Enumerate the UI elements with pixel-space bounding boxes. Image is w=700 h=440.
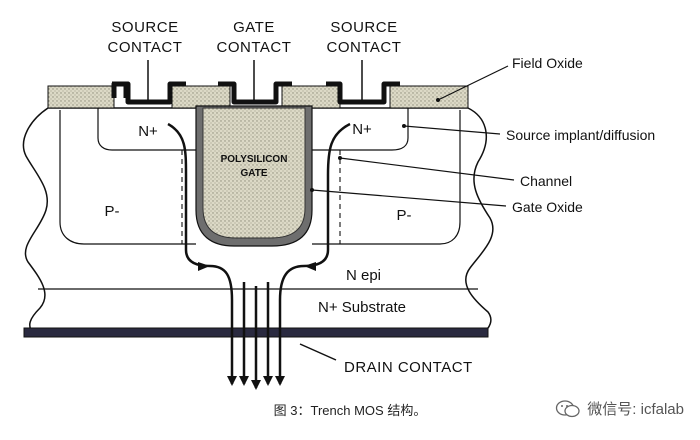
field-oxide-right (389, 85, 469, 109)
gate-oxide-dot (310, 188, 314, 192)
wechat-icon (556, 399, 580, 417)
flow-arrowhead-right (304, 262, 316, 271)
source-contact-right-label-line1: SOURCE (330, 19, 397, 36)
gate-oxide-leader (311, 189, 507, 207)
watermark-text: 微信号: icfalab (587, 401, 684, 418)
p-body-right (312, 110, 461, 245)
wechat-watermark: 微信号: icfalab (555, 398, 684, 419)
n-plus-region-right (312, 108, 409, 151)
polysilicon-label-line1: POLYSILICON (221, 154, 288, 165)
current-flow-left (167, 122, 237, 386)
gate-contact-metal (218, 81, 292, 105)
channel-dot (338, 156, 342, 160)
polysilicon-label-line2: GATE (240, 168, 267, 179)
channel-label: Channel (520, 173, 572, 189)
drain-contact-label: DRAIN CONTACT (344, 359, 473, 376)
gate-contact-label-line1: GATE (233, 19, 275, 36)
p-minus-left-label: P- (105, 203, 120, 220)
field-oxide-dot (436, 98, 440, 102)
metal-line (112, 81, 186, 105)
channel-leader (339, 157, 515, 181)
field-oxide-label: Field Oxide (512, 55, 583, 71)
n-plus-left-label: N+ (138, 123, 158, 140)
current-flow-right (275, 122, 351, 386)
p-minus-right-label: P- (397, 207, 412, 224)
n-epi-label: N epi (346, 267, 381, 284)
polysilicon-gate (202, 107, 306, 239)
source-implant-leader (403, 125, 501, 135)
n-plus-right-label: N+ (352, 121, 372, 138)
source-contact-right-label-line2: CONTACT (327, 39, 402, 56)
source-contact-left-label-line2: CONTACT (108, 39, 183, 56)
figure-caption: 图 3：Trench MOS 结构。 (273, 403, 427, 418)
source-implant-label: Source implant/diffusion (506, 127, 655, 143)
n-plus-region-left (97, 108, 196, 151)
drain-contact-leader (299, 343, 337, 361)
field-oxide-mid-left (171, 85, 231, 109)
source-contact-left-label-line1: SOURCE (111, 19, 178, 36)
field-oxide-left (47, 85, 115, 109)
p-body-left (59, 110, 196, 245)
field-oxide-mid-right (281, 85, 341, 109)
source-contact-right-metal (326, 81, 400, 105)
source-implant-dot (402, 124, 406, 128)
gate-contact-label-line2: CONTACT (217, 39, 292, 56)
field-oxide-leader (437, 65, 509, 101)
n-substrate-label: N+ Substrate (318, 299, 406, 316)
flow-arrowhead-left (198, 262, 210, 271)
gate-oxide-label: Gate Oxide (512, 199, 583, 215)
